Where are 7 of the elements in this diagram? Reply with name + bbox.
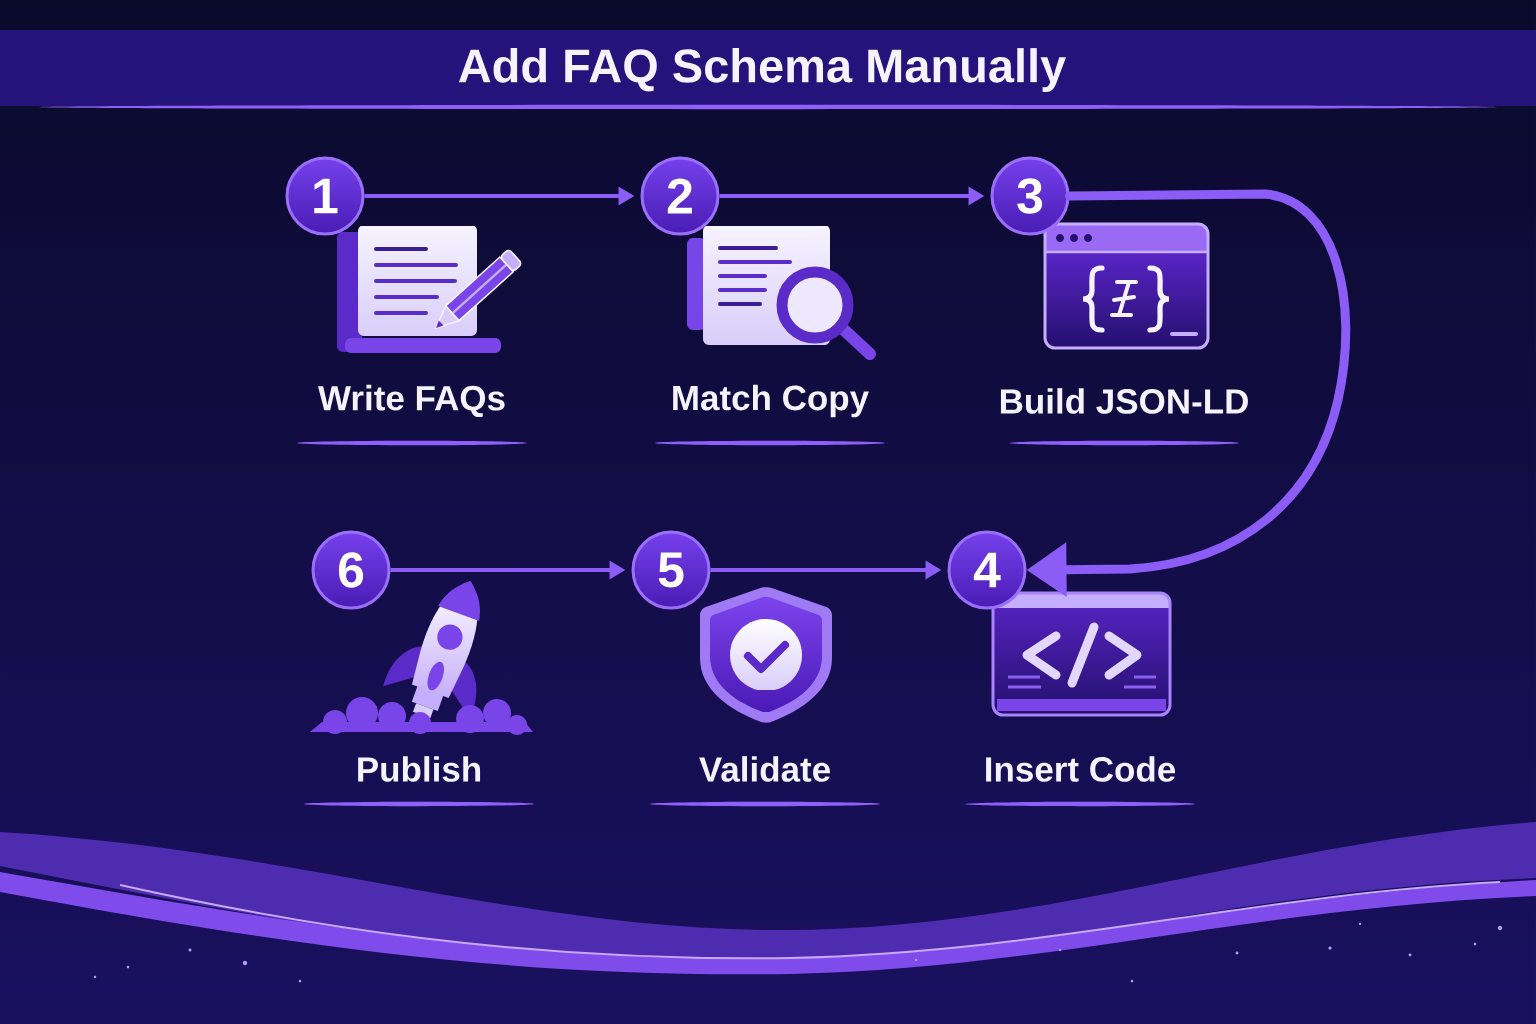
step-label: Write FAQs	[318, 384, 505, 418]
title: Add FAQ Schema Manually	[458, 48, 1066, 92]
step-label: Validate	[699, 756, 830, 782]
step-label: Insert Code	[986, 756, 1176, 782]
step-label: Build JSON-LD	[1000, 388, 1248, 414]
step-label: Match Copy	[673, 384, 869, 418]
step-label: Publish	[358, 756, 481, 782]
